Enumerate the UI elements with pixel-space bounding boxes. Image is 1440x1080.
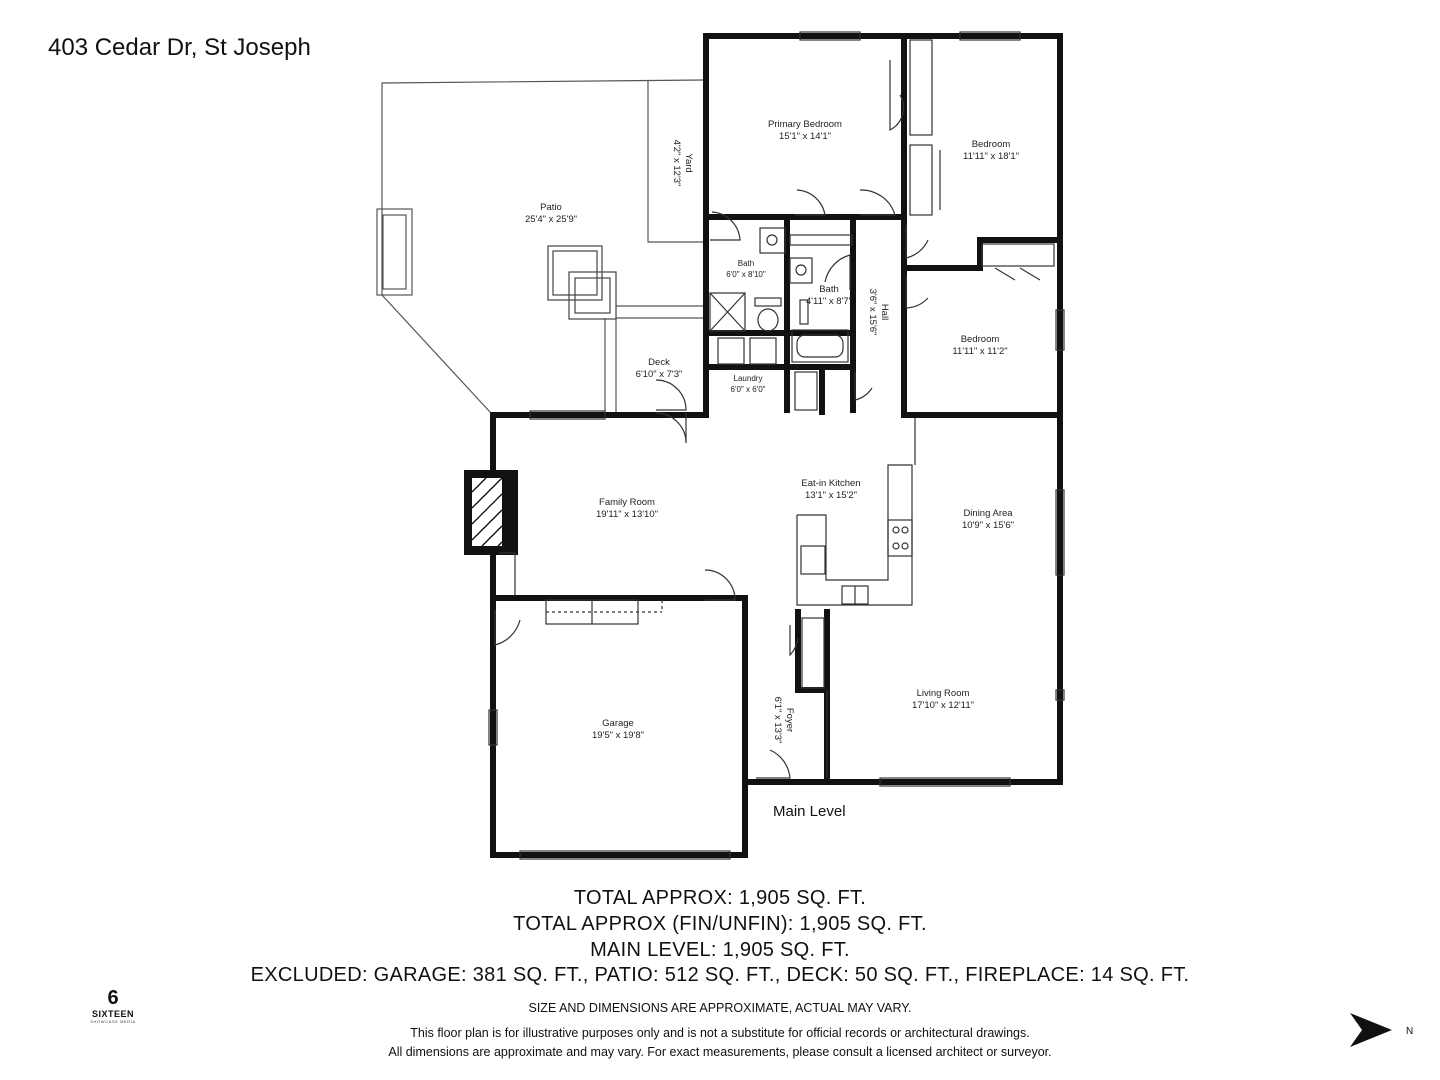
fixtures <box>488 31 1065 860</box>
room-name: Bath <box>738 259 754 268</box>
compass-label: N <box>1406 1026 1413 1037</box>
north-compass: N <box>1348 1011 1418 1056</box>
summary-excluded: EXCLUDED: GARAGE: 381 SQ. FT., PATIO: 51… <box>250 964 1190 986</box>
room-dims: 25'4" x 25'9" <box>525 214 577 225</box>
sixteen-logo: 6 SIXTEEN SHOWCASE MEDIA <box>88 988 138 1024</box>
room-dims: 6'1" x 13'3" <box>772 697 783 744</box>
room-dims: 6'10" x 7'3" <box>636 369 683 380</box>
disclaimer-line-1: This floor plan is for illustrative purp… <box>410 1026 1030 1040</box>
disclaimer-line-2: All dimensions are approximate and may v… <box>388 1045 1052 1059</box>
room-name: Garage <box>602 718 634 729</box>
logo-name: SIXTEEN <box>91 1009 134 1019</box>
room-dims: 19'5" x 19'8" <box>592 730 644 741</box>
room-name: Living Room <box>917 688 970 699</box>
room-name: Laundry <box>734 374 763 383</box>
room-name: Bath <box>819 284 839 295</box>
room-name: Patio <box>540 202 562 213</box>
summary-total: TOTAL APPROX: 1,905 SQ. FT. <box>573 887 867 909</box>
room-dims: 6'0" x 6'0" <box>731 385 766 394</box>
doors <box>494 60 1041 779</box>
room-name: Bedroom <box>961 334 1000 345</box>
level-label: Main Level <box>773 803 846 820</box>
size-disclaimer: SIZE AND DIMENSIONS ARE APPROXIMATE, ACT… <box>528 1001 912 1015</box>
patio-squares <box>547 245 617 320</box>
room-dims: 15'1" x 14'1" <box>779 131 831 142</box>
room-name: Hall <box>879 304 890 320</box>
room-dims: 4'11" x 8'7" <box>806 296 852 307</box>
compass-arrow-icon: N <box>1350 1013 1413 1047</box>
room-dims: 13'1" x 15'2" <box>805 490 857 501</box>
room-name: Family Room <box>599 497 655 508</box>
room-name: Bedroom <box>972 139 1011 150</box>
page-title: 403 Cedar Dr, St Joseph <box>48 34 311 61</box>
logo-mark: 6 <box>107 987 119 1009</box>
room-name: Foyer <box>784 708 795 732</box>
room-dims: 11'11" x 11'2" <box>952 346 1007 357</box>
room-name: Primary Bedroom <box>768 119 842 130</box>
room-dims: 6'0" x 8'10" <box>726 270 766 279</box>
summary-fin-unfin: TOTAL APPROX (FIN/UNFIN): 1,905 SQ. FT. <box>513 913 927 935</box>
fireplace <box>464 470 518 555</box>
patio-outline <box>376 79 705 413</box>
room-dims: 4'2" x 12'3" <box>671 140 682 187</box>
logo-subtitle: SHOWCASE MEDIA <box>90 1019 136 1024</box>
room-labels: Primary Bedroom 15'1" x 14'1" Bedroom 11… <box>525 119 1019 743</box>
room-name: Dining Area <box>963 508 1013 519</box>
room-name: Yard <box>683 153 694 172</box>
room-name: Eat-in Kitchen <box>801 478 860 489</box>
room-name: Deck <box>648 357 670 368</box>
summary-main-level: MAIN LEVEL: 1,905 SQ. FT. <box>590 939 850 961</box>
room-dims: 11'11" x 18'1" <box>963 151 1019 162</box>
room-dims: 19'11" x 13'10" <box>596 509 658 520</box>
room-dims: 10'9" x 15'6" <box>962 520 1014 531</box>
room-dims: 3'6" x 15'6" <box>867 289 878 336</box>
room-dims: 17'10" x 12'11" <box>912 700 974 711</box>
